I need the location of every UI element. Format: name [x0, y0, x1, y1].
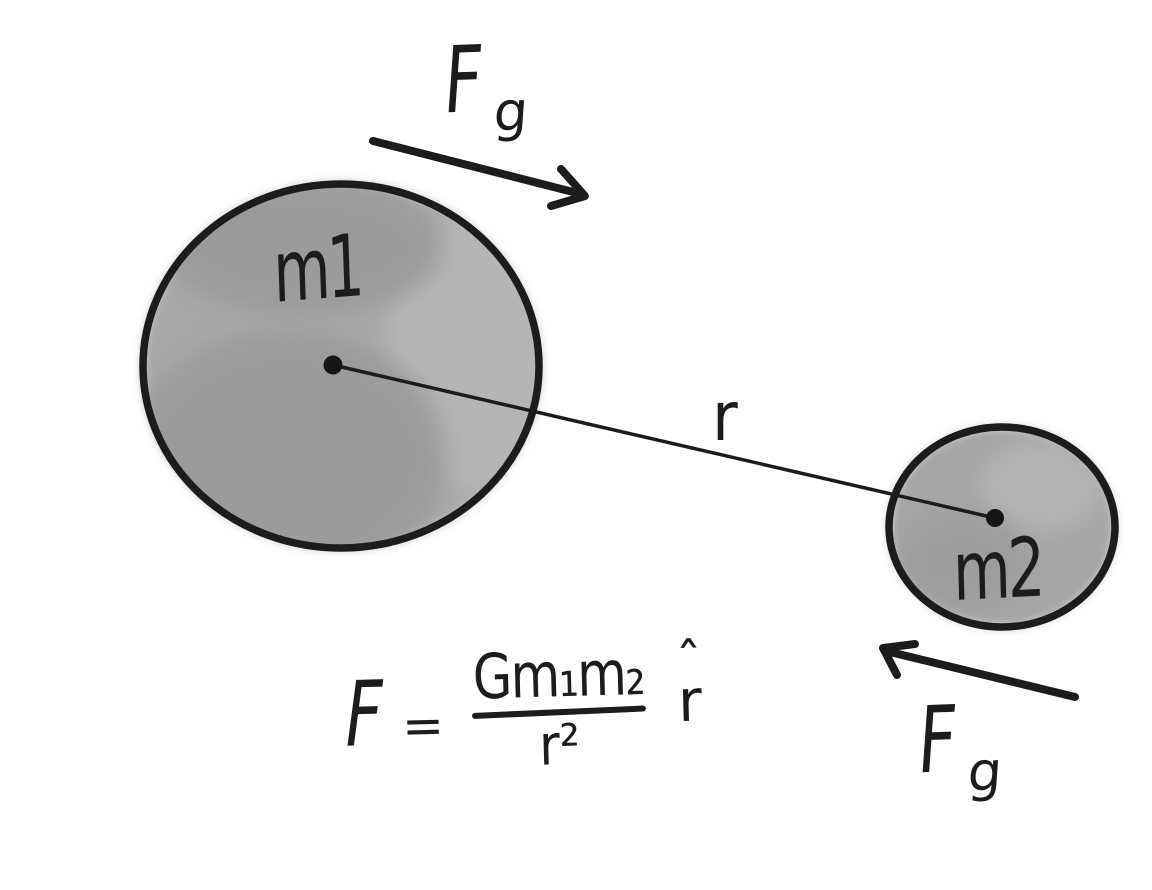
force-arrow-top-head	[547, 165, 589, 210]
force-label-top-subscript: g	[491, 79, 531, 144]
formula-numerator: Gm₁m₂	[471, 636, 645, 714]
formula-lhs: F	[338, 661, 390, 768]
force-label-top: F g	[438, 25, 531, 144]
distance-line	[331, 363, 997, 520]
formula-fraction: Gm₁m₂ r²	[453, 636, 665, 779]
gravitation-formula: F = Gm₁m₂ r² ˆ r	[336, 632, 705, 781]
shading-blob-light	[978, 441, 1102, 533]
formula-unit-vector: ˆ r	[675, 632, 704, 735]
force-label-top-symbol: F	[440, 25, 487, 135]
force-arrow-bottom-shaft	[886, 648, 1079, 701]
mass1-label: m1	[271, 216, 363, 323]
force-arrow-top-shaft	[369, 137, 581, 197]
mass2-label: m2	[951, 520, 1044, 620]
formula-equals: =	[401, 696, 444, 756]
mass1-outline	[139, 180, 543, 552]
mass2-center-dot	[986, 509, 1004, 527]
mass2-outline	[885, 423, 1119, 631]
force-label-bottom: F g	[912, 685, 1005, 804]
mass1-center-dot	[323, 355, 343, 375]
formula-denominator: r²	[538, 712, 582, 779]
force-arrow-top	[369, 137, 589, 210]
force-arrow-bottom	[879, 640, 1079, 701]
shading-blob-dark	[897, 512, 1029, 608]
force-label-bottom-symbol: F	[914, 685, 961, 795]
formula-unit-vector-base: r	[677, 666, 703, 735]
force-label-bottom-subscript: g	[965, 739, 1005, 804]
distance-label: r	[712, 378, 738, 457]
force-arrow-bottom-head	[879, 640, 919, 679]
mass2-body	[885, 423, 1119, 631]
